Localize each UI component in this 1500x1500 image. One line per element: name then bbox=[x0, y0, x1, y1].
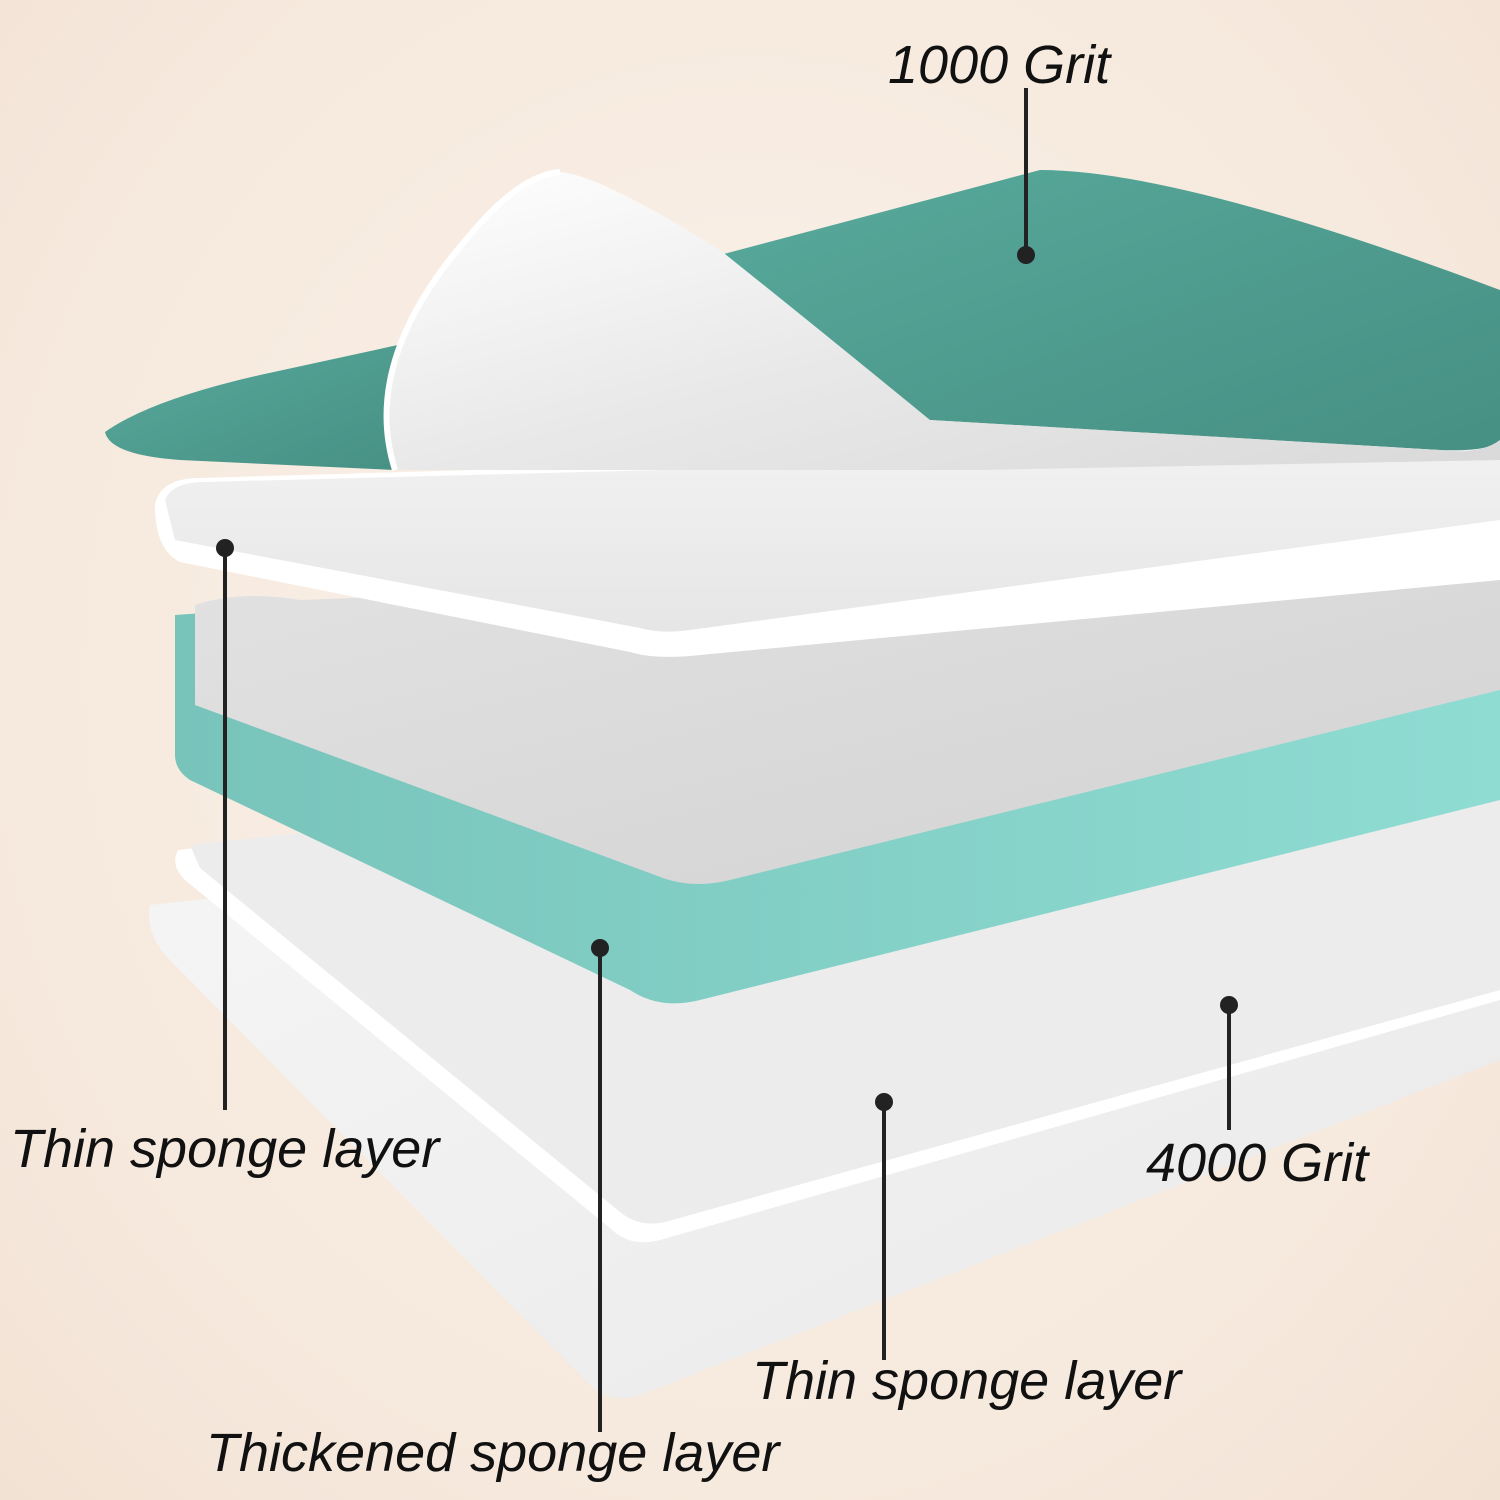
label-4000-grit: 4000 Grit bbox=[1146, 1133, 1369, 1193]
grit-1000-surface bbox=[720, 170, 1500, 451]
label-thin-sponge-bottom: Thin sponge layer bbox=[752, 1351, 1182, 1411]
thin-sponge-top-layer bbox=[155, 440, 1500, 657]
leader-lines bbox=[223, 88, 1231, 1432]
curl-highlight bbox=[383, 169, 561, 471]
label-thick-sponge: Thickened sponge layer bbox=[206, 1423, 780, 1483]
dot-thin-sponge-top bbox=[216, 539, 234, 557]
grit-1000-curled-backing bbox=[386, 172, 1500, 470]
thick-sponge-layer bbox=[175, 520, 1500, 1004]
dot-thick-sponge bbox=[591, 939, 609, 957]
label-thin-sponge-top: Thin sponge layer bbox=[10, 1119, 440, 1179]
thin-sponge-top-plate bbox=[165, 448, 1500, 632]
grit-1000-left-surface bbox=[105, 338, 430, 470]
dot-thin-sponge-bottom bbox=[875, 1093, 893, 1111]
dot-4000-grit bbox=[1220, 996, 1238, 1014]
dot-1000-grit bbox=[1017, 246, 1035, 264]
grit-1000-layer bbox=[105, 169, 1500, 471]
thick-sponge-top bbox=[195, 555, 1500, 884]
leader-dots bbox=[216, 246, 1238, 1111]
label-1000-grit: 1000 Grit bbox=[888, 35, 1111, 95]
